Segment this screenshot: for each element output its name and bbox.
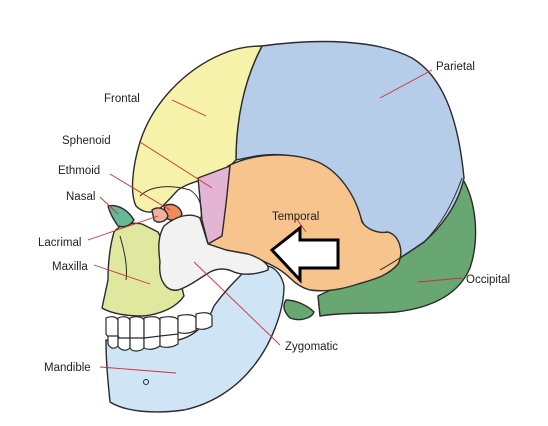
parietal-leader xyxy=(379,69,433,99)
label-sphenoid: Sphenoid xyxy=(62,135,111,147)
label-frontal: Frontal xyxy=(104,93,140,105)
label-zygomatic: Zygomatic xyxy=(285,341,338,353)
nasal-leader xyxy=(99,196,119,215)
label-maxilla: Maxilla xyxy=(52,261,88,273)
sphenoid-leader xyxy=(139,141,213,189)
label-mandible: Mandible xyxy=(44,362,91,374)
label-parietal: Parietal xyxy=(436,61,475,73)
temporal-leader xyxy=(295,217,307,233)
leader-lines xyxy=(87,69,463,374)
mental-foramen xyxy=(143,379,149,385)
ethmoid-leader xyxy=(109,173,171,211)
label-nasal: Nasal xyxy=(66,191,95,203)
zygomatic-leader xyxy=(193,261,281,346)
zygomatic-bone xyxy=(158,214,269,291)
occipital-leader xyxy=(417,277,463,283)
frontal-leader xyxy=(171,99,207,117)
mastoid-process xyxy=(283,299,315,321)
lacrimal-leader xyxy=(87,215,159,241)
maxilla-leader xyxy=(93,264,151,285)
arrow-outline-icon xyxy=(269,224,340,284)
lacrimal-bone xyxy=(151,207,169,223)
label-ethmoid: Ethmoid xyxy=(58,165,100,177)
eye-orbit xyxy=(139,186,203,221)
label-occipital: Occipital xyxy=(466,274,510,286)
lower-teeth xyxy=(107,333,179,352)
label-temporal: Temporal xyxy=(272,211,319,223)
mandible-leader xyxy=(99,366,177,374)
mandible-bone xyxy=(105,265,285,413)
label-lacrimal: Lacrimal xyxy=(38,237,81,249)
lambdoid-suture xyxy=(379,177,463,271)
sphenoid-bone xyxy=(197,165,231,245)
